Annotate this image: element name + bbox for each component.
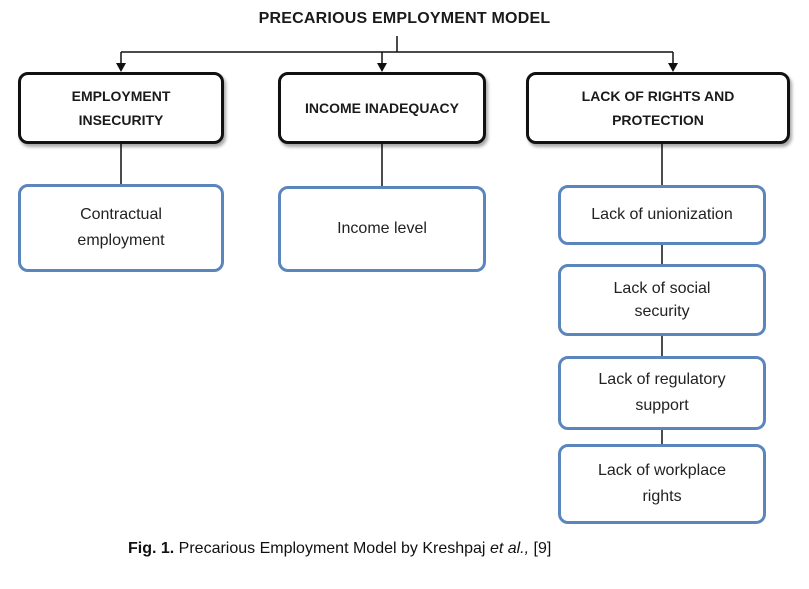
category-label-line: INCOME INADEQUACY [304,100,459,116]
category-lack-of-rights-and-protection: LACK OF RIGHTS AND PROTECTION [526,72,790,144]
caption-text: Precarious Employment Model by Kreshpaj [174,540,490,557]
item-label-line: Income level [337,220,427,237]
figure-label: Fig. 1. [128,540,175,557]
category-label-line: INSECURITY [78,112,164,128]
category-income-inadequacy: INCOME INADEQUACY [278,72,486,144]
category-label-line: EMPLOYMENT [71,88,171,104]
item-lack-of-unionization: Lack of unionization [558,185,766,245]
item-lack-of-social-security: Lack of social security [558,264,766,336]
item-label-line: Lack of regulatory [598,371,726,388]
item-label-line: Contractual [80,206,162,223]
item-label-line: Lack of workplace [597,462,727,479]
figure-caption: Fig. 1. Precarious Employment Model by K… [128,540,551,558]
category-label-line: PROTECTION [612,112,704,128]
item-income-level: Income level [278,186,486,272]
arrow-head-1 [116,63,126,72]
item-label-line: Lack of unionization [591,206,733,223]
category-employment-insecurity: EMPLOYMENT INSECURITY [18,72,224,144]
arrow-head-2 [377,63,387,72]
arrow-head-3 [668,63,678,72]
item-lack-of-regulatory-support: Lack of regulatory support [558,356,766,430]
diagram-title: PRECARIOUS EMPLOYMENT MODEL [258,10,551,27]
item-contractual-employment: Contractual employment [18,184,224,272]
item-label-line: support [635,397,689,414]
category-label-line: LACK OF RIGHTS AND [581,88,735,104]
item-label-line: Lack of social [613,280,711,297]
caption-italic: et al., [489,540,530,557]
caption-reference: [9] [529,540,552,557]
item-label-line: employment [77,232,165,249]
item-label-line: security [634,303,690,320]
item-lack-of-workplace-rights: Lack of workplace rights [558,444,766,524]
item-label-line: rights [642,488,682,505]
